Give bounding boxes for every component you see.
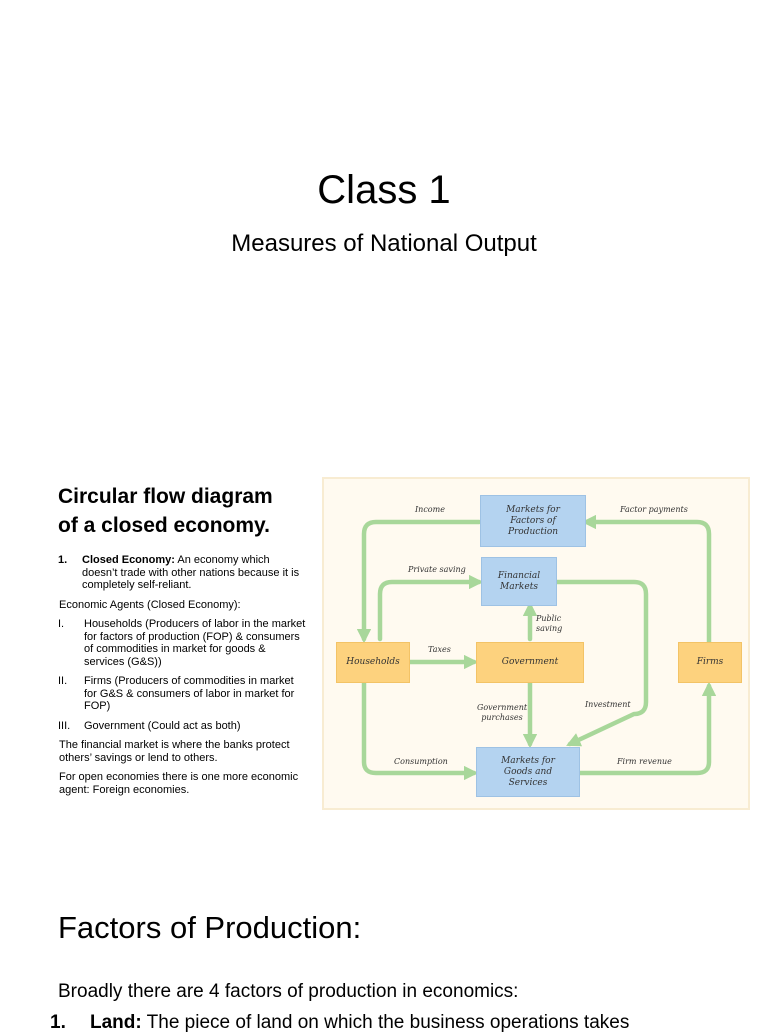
flow-arrows	[356, 514, 717, 781]
financial-markets-label: Financial Markets	[497, 570, 541, 592]
financial-markets-box: Financial Markets	[481, 557, 557, 606]
factor-markets-label: Markets for Factors of Production	[506, 504, 560, 537]
land-term: Land:	[90, 1012, 142, 1033]
heading-line-2: of a closed economy.	[58, 514, 270, 537]
land-text: The piece of land on which the business …	[141, 1012, 630, 1033]
investment-label: Investment	[585, 700, 631, 709]
agent-numeral: I.	[58, 618, 65, 630]
goods-markets-box: Markets for Goods and Services	[476, 747, 580, 797]
land-number: 1.	[50, 1012, 66, 1033]
agent-item: I. Households (Producers of labor in the…	[58, 618, 308, 668]
consumption-label: Consumption	[394, 757, 448, 766]
open-economy-note: For open economies there is one more eco…	[59, 771, 299, 796]
agent-numeral: II.	[58, 675, 68, 687]
circular-flow-diagram: Markets for Factors of Production Financ…	[322, 477, 750, 810]
circular-flow-text: Circular flow diagram of a closed econom…	[58, 482, 308, 803]
households-box: Households	[336, 642, 410, 683]
agent-item: III. Government (Could act as both)	[58, 720, 308, 733]
goods-markets-label: Markets for Goods and Services	[501, 755, 555, 788]
firm-revenue-arrow	[577, 681, 717, 776]
government-purchases-label: Government purchases	[476, 703, 528, 722]
closed-economy-definition: An economy which doesn’t trade with othe…	[82, 554, 300, 591]
public-saving-label: Public saving	[536, 614, 563, 633]
agents-intro: Economic Agents (Closed Economy):	[59, 598, 241, 611]
private-saving-arrow	[377, 574, 484, 642]
factor-markets-box: Markets for Factors of Production	[480, 495, 586, 547]
taxes-label: Taxes	[428, 645, 451, 654]
private-saving-label: Private saving	[408, 565, 466, 574]
slide-subtitle: Measures of National Output	[231, 230, 537, 257]
government-label: Government	[501, 657, 559, 667]
factors-intro: Broadly there are 4 factors of productio…	[58, 981, 519, 1002]
financial-market-note: The financial market is where the banks …	[59, 739, 290, 764]
agent-item: II. Firms (Producers of commodities in m…	[58, 675, 308, 713]
agent-text: Firms (Producers of commodities in marke…	[84, 675, 295, 712]
agent-text: Government (Could act as both)	[84, 719, 241, 732]
circular-flow-heading: Circular flow diagram of a closed econom…	[58, 482, 308, 540]
firms-label: Firms	[696, 657, 724, 667]
heading-line-1: Circular flow diagram	[58, 485, 273, 508]
closed-economy-text: Closed Economy: An economy which doesn’t…	[82, 554, 308, 592]
investment-arrow	[554, 579, 649, 747]
factor-payments-label: Factor payments	[620, 505, 688, 514]
government-box: Government	[476, 642, 584, 683]
closed-economy-item: 1. Closed Economy: An economy which does…	[58, 554, 308, 592]
factor-payments-arrow	[581, 514, 712, 645]
land-item: 1. Land: The piece of land on which the b…	[50, 1012, 629, 1034]
list-number: 1.	[58, 554, 68, 566]
agent-numeral: III.	[58, 719, 71, 732]
firms-box: Firms	[678, 642, 742, 683]
agent-text: Households (Producers of labor in the ma…	[84, 618, 306, 668]
slide-title: Class 1	[317, 168, 451, 212]
consumption-arrow	[361, 680, 479, 781]
closed-economy-term: Closed Economy:	[82, 554, 175, 566]
income-label: Income	[415, 505, 445, 514]
firm-revenue-label: Firm revenue	[617, 757, 672, 766]
factors-title: Factors of Production:	[58, 910, 362, 945]
households-label: Households	[346, 657, 400, 667]
income-arrow	[356, 519, 482, 644]
